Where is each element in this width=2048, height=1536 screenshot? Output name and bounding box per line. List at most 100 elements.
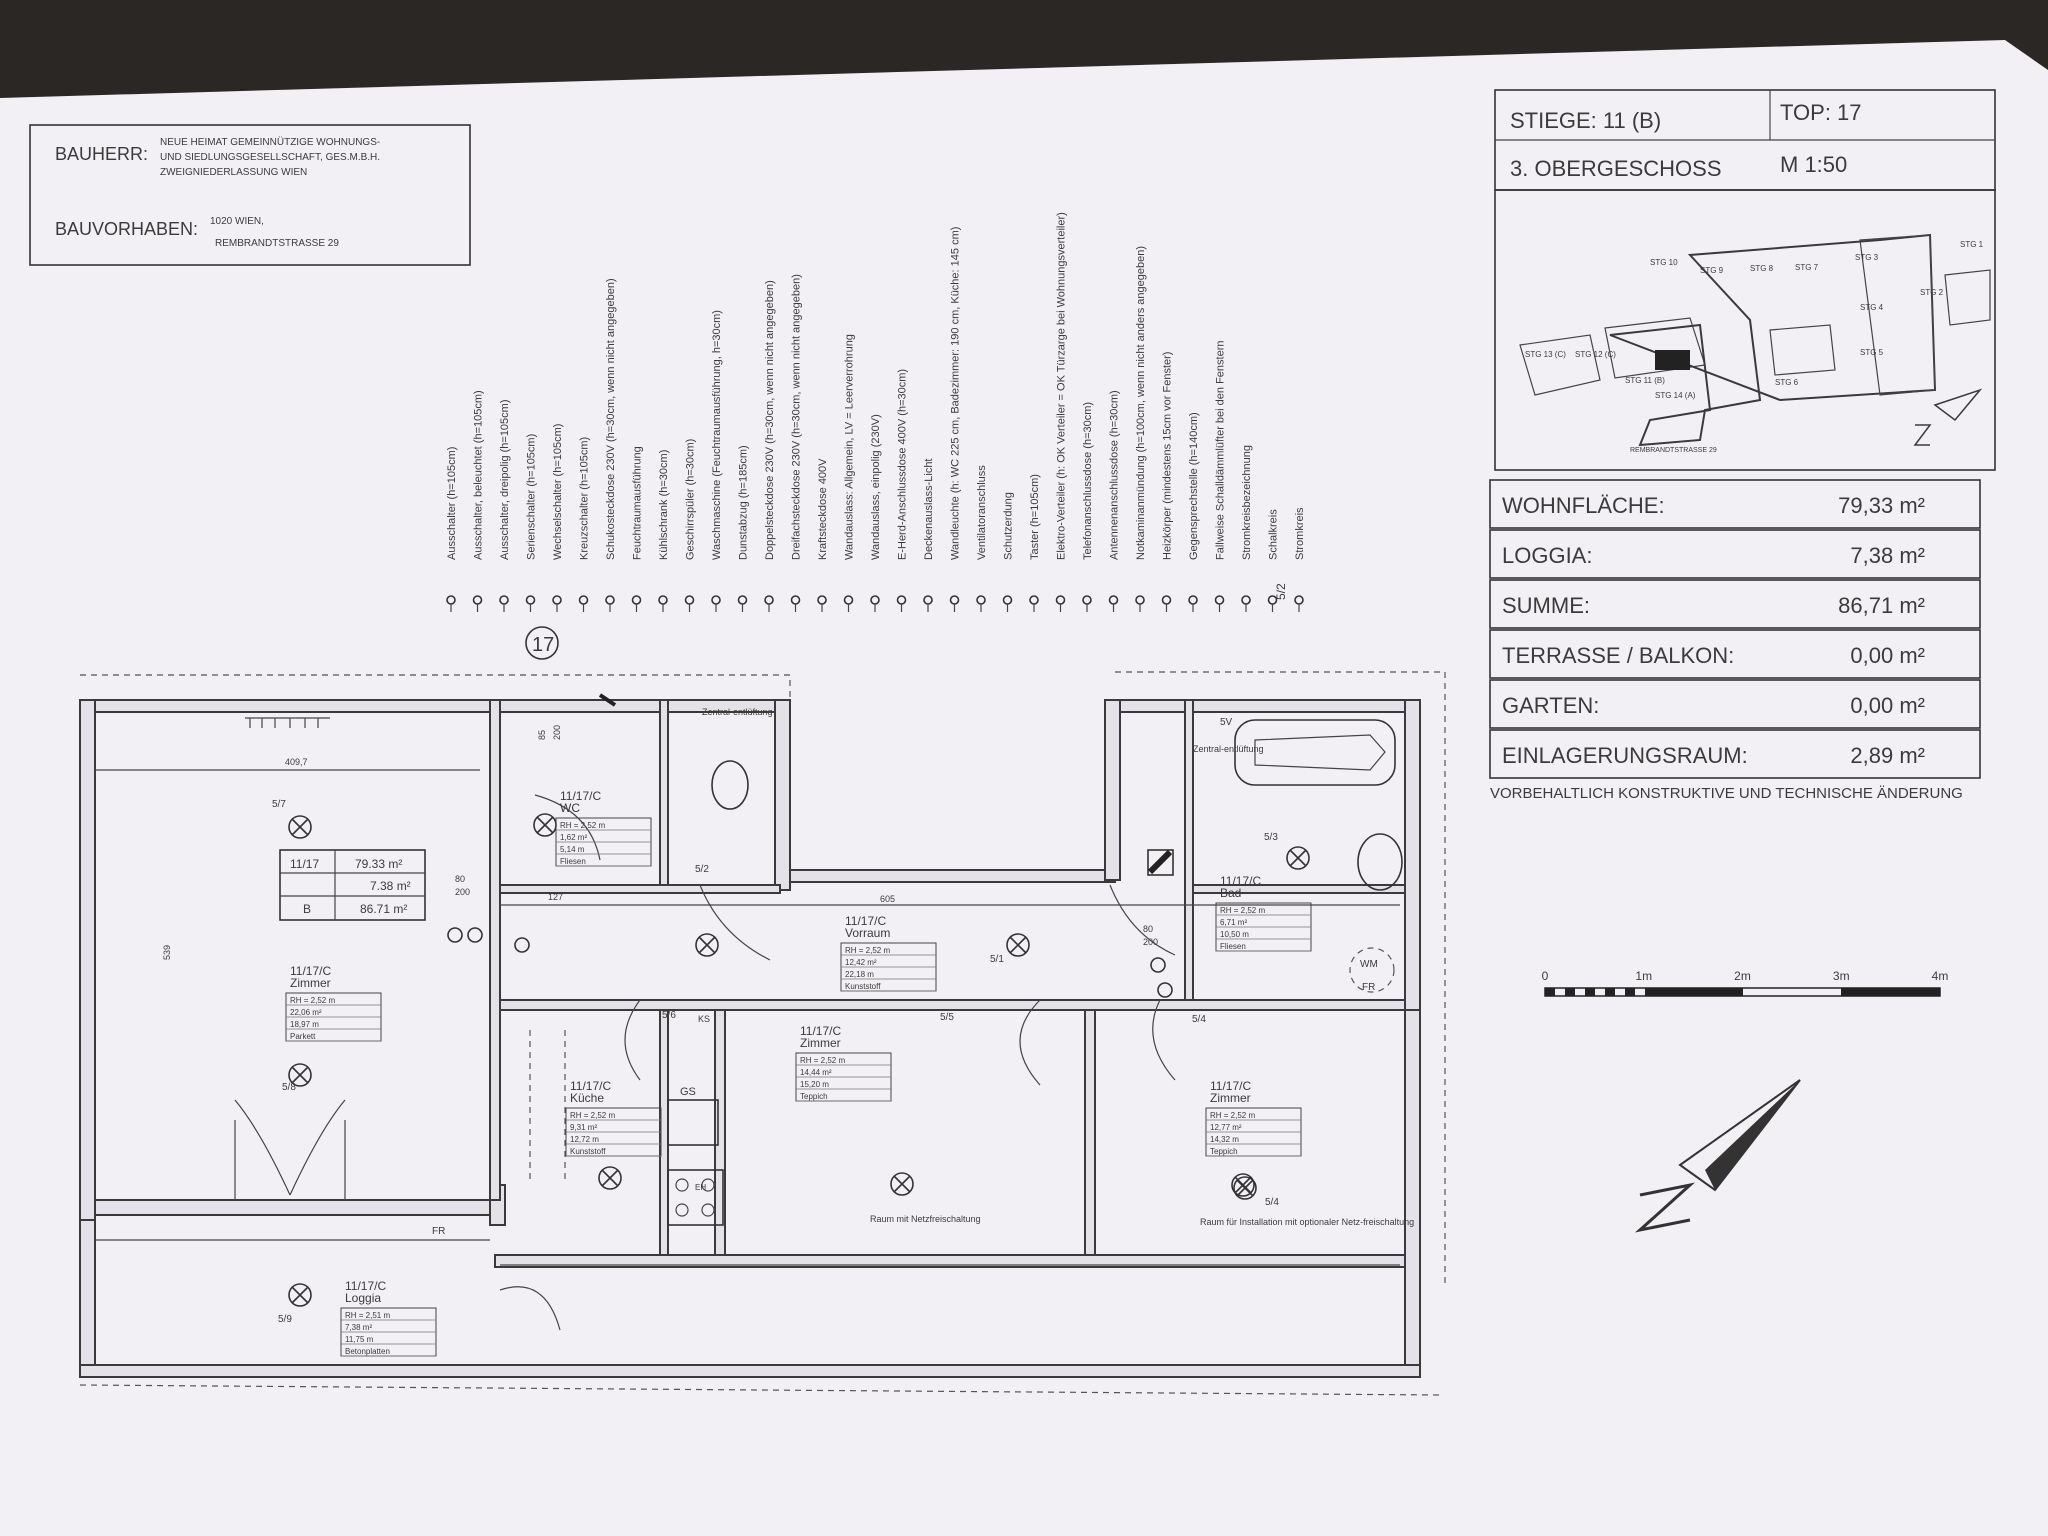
area-row [1489,679,1981,729]
site-label-stg4: STG 4 [1860,303,1884,312]
summary-loggia: 7.38 m² [370,879,411,893]
legend-item: Wandauslass, einpolig (230V) [870,414,882,560]
scale-tick-label: 2m [1734,969,1751,983]
room-detail: 9,31 m² [570,1123,597,1132]
room-detail: 15,20 m [800,1080,829,1089]
top-label: TOP: 17 [1780,100,1862,125]
legend-item: Elektro-Verteiler (h: OK Verteiler = OK … [1056,212,1068,560]
header-frame [29,124,471,266]
site-label-stg5: STG 5 [1860,348,1884,357]
ceiling-lights [288,813,1310,1307]
stiege-label: STIEGE: 11 (B) [1510,108,1661,133]
legend-item: Geschirrspüler (h=30cm) [685,439,697,560]
apartment-summary-table: 11/17 79.33 m² 7.38 m² B 86.71 m² [279,849,426,921]
room-detail: 18,97 m [290,1020,319,1029]
bauherr-line-2: UND SIEDLUNGSGESELLSCHAFT, GES.M.B.H. [160,152,380,163]
room-id: 11/17/C [290,964,331,978]
label-gs: GS [680,1086,696,1098]
room-detail: RH = 2,52 m [290,996,335,1005]
legend-item: Wechselschalter (h=105cm) [552,424,564,560]
geschoss-label: 3. OBERGESCHOSS [1510,156,1722,181]
stove-icon [667,1169,724,1226]
room-detail: RH = 2,51 m [345,1311,390,1320]
area-value: 0,00 m² [1850,693,1925,718]
bathtub-icon [1234,719,1396,786]
area-row [1489,729,1981,779]
room-name: Vorraum [845,926,890,940]
legend-item: Waschmaschine (Feuchtraumausführung, h=3… [711,310,723,560]
bauvorhaben-line-2: REMBRANDTSTRASSE 29 [215,238,339,249]
washing-machine-icon [1349,947,1395,993]
legend-item: Gegensprechstelle (h=140cm) [1188,412,1200,560]
area-label: EINLAGERUNGSRAUM: [1502,743,1748,768]
site-label-stg1: STG 1 [1960,240,1984,249]
circuit-5-7: 5/7 [272,799,286,810]
header-block: BAUHERR: NEUE HEIMAT GEMEINNÜTZIGE WOHNU… [29,124,471,266]
site-label-stg9: STG 9 [1700,266,1724,275]
room-detail: 14,44 m² [800,1068,832,1077]
dim-200a: 200 [455,887,470,897]
kitchen-sink-icon [667,1099,719,1146]
room-detail: Fliesen [1220,942,1246,951]
area-label: SUMME: [1502,593,1590,618]
room-name: Küche [570,1091,604,1105]
info-box: STIEGE: 11 (B) TOP: 17 3. OBERGESCHOSS M… [1489,89,1996,802]
toilet-icon [711,760,749,810]
legend-item: Fallweise Schalldämmlüfter bei den Fenst… [1215,341,1227,561]
circuit-5-1: 5/1 [990,954,1004,965]
area-label: TERRASSE / BALKON: [1502,643,1734,668]
area-value: 79,33 m² [1838,493,1925,518]
note-netzfreischaltung: Raum mit Netzfreischaltung [870,1214,981,1224]
site-label-stg6: STG 6 [1775,378,1799,387]
room-detail: RH = 2,52 m [845,946,890,955]
room-detail: 12,72 m [570,1135,599,1144]
room-detail: Fliesen [560,857,586,866]
dim-605: 605 [880,894,895,904]
room-detail: Teppich [1210,1147,1238,1156]
area-value: 2,89 m² [1850,743,1925,768]
area-value: 86,71 m² [1838,593,1925,618]
switch-symbols [245,693,1174,998]
room-detail: 5,14 m [560,845,585,854]
bauherr-label: BAUHERR: [55,144,148,164]
legend-item: Kühlschrank (h=30cm) [658,450,670,560]
dim-80a: 80 [455,874,465,884]
scale-tick-label: 0 [1542,969,1549,983]
area-label: GARTEN: [1502,693,1599,718]
dim-539: 539 [162,945,172,960]
legend-item: Ausschalter, dreipolig (h=105cm) [499,400,511,561]
ceiling-light-icon [598,1166,622,1190]
bauvorhaben-line-1: 1020 WIEN, [210,216,264,227]
room-detail: 1,62 m² [560,833,587,842]
label-zentral-entlueftung-bad: Zentral-entlüftung [1193,744,1264,754]
room-detail: 12,77 m² [1210,1123,1242,1132]
floor-plan: 17 [79,626,1446,1396]
legend-item: Telefonanschlussdose (h=30cm) [1082,402,1094,560]
room-detail: 10,50 m [1220,930,1249,939]
dim-80b: 80 [1143,924,1153,934]
legend-item: Ventilatoranschluss [976,465,988,560]
circuit-5-5: 5/5 [940,1012,954,1023]
legend-item: Notkaminanmündung (h=100cm, wenn nicht a… [1135,246,1147,560]
scale-tick-label: 1m [1635,969,1652,983]
scale-tick-label: 4m [1932,969,1949,983]
legend-item: Feuchtraumausführung [632,446,644,560]
circuit-5-6: 5/6 [662,1010,676,1021]
area-row [1489,629,1981,679]
legend-item: Taster (h=105cm) [1029,474,1041,560]
legend-item: Kraftsteckdose 400V [817,458,829,560]
summary-summe: 86.71 m² [360,902,407,916]
room-detail: 7,38 m² [345,1323,372,1332]
paper-sheet [0,40,2048,1536]
room-detail: Kunststoff [845,982,881,991]
site-label-stg13: STG 13 (C) [1525,350,1566,359]
bauvorhaben-label: BAUVORHABEN: [55,219,198,239]
room-name: Zimmer [800,1036,841,1050]
area-row [1489,529,1981,579]
